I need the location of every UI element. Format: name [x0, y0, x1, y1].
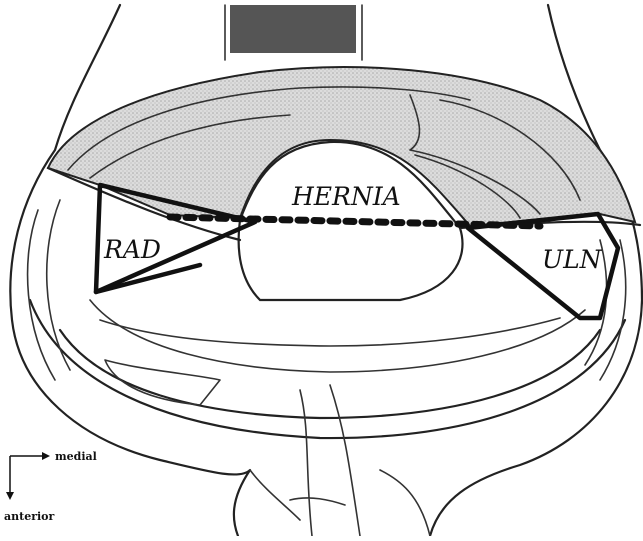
lower-layer-3: [90, 300, 585, 372]
orientation-indicator: medial anterior: [4, 450, 97, 523]
medial-label: medial: [55, 450, 97, 463]
lower-layer-5: [105, 360, 220, 405]
orientation-arrowhead-down: [6, 492, 14, 500]
ulnar-label: ULN: [542, 245, 603, 274]
tendon-block: [230, 5, 356, 53]
hernia-label: HERNIA: [291, 182, 401, 211]
lower-layer-2: [60, 330, 600, 418]
lower-stalk: [250, 385, 430, 536]
anterior-label: anterior: [4, 510, 55, 523]
lower-layer-4: [100, 318, 560, 346]
orientation-arrowhead-right: [42, 452, 50, 460]
radial-label: RAD: [103, 235, 161, 264]
